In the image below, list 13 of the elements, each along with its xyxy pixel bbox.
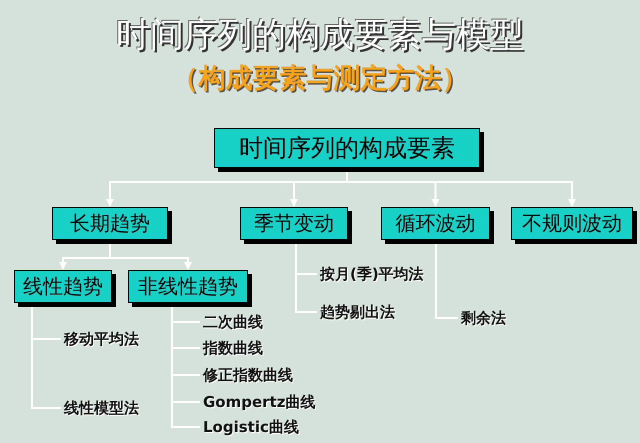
title: 时间序列的构成要素与模型	[115, 14, 525, 57]
connector-line	[435, 242, 458, 319]
method-label: 移动平均法	[64, 329, 139, 349]
method-label: 指数曲线	[203, 338, 263, 358]
method-label: 二次曲线	[203, 312, 263, 332]
method-label: 线性模型法	[64, 398, 139, 418]
method-label: 修正指数曲线	[203, 365, 293, 385]
method-label: 趋势剔出法	[320, 302, 395, 322]
subtitle: （构成要素与测定方法）	[170, 62, 470, 96]
method-label: Gompertz曲线	[203, 392, 316, 412]
method-label: 按月(季)平均法	[320, 264, 424, 284]
method-label: Logistic曲线	[203, 417, 299, 437]
method-label: 剩余法	[461, 308, 506, 328]
